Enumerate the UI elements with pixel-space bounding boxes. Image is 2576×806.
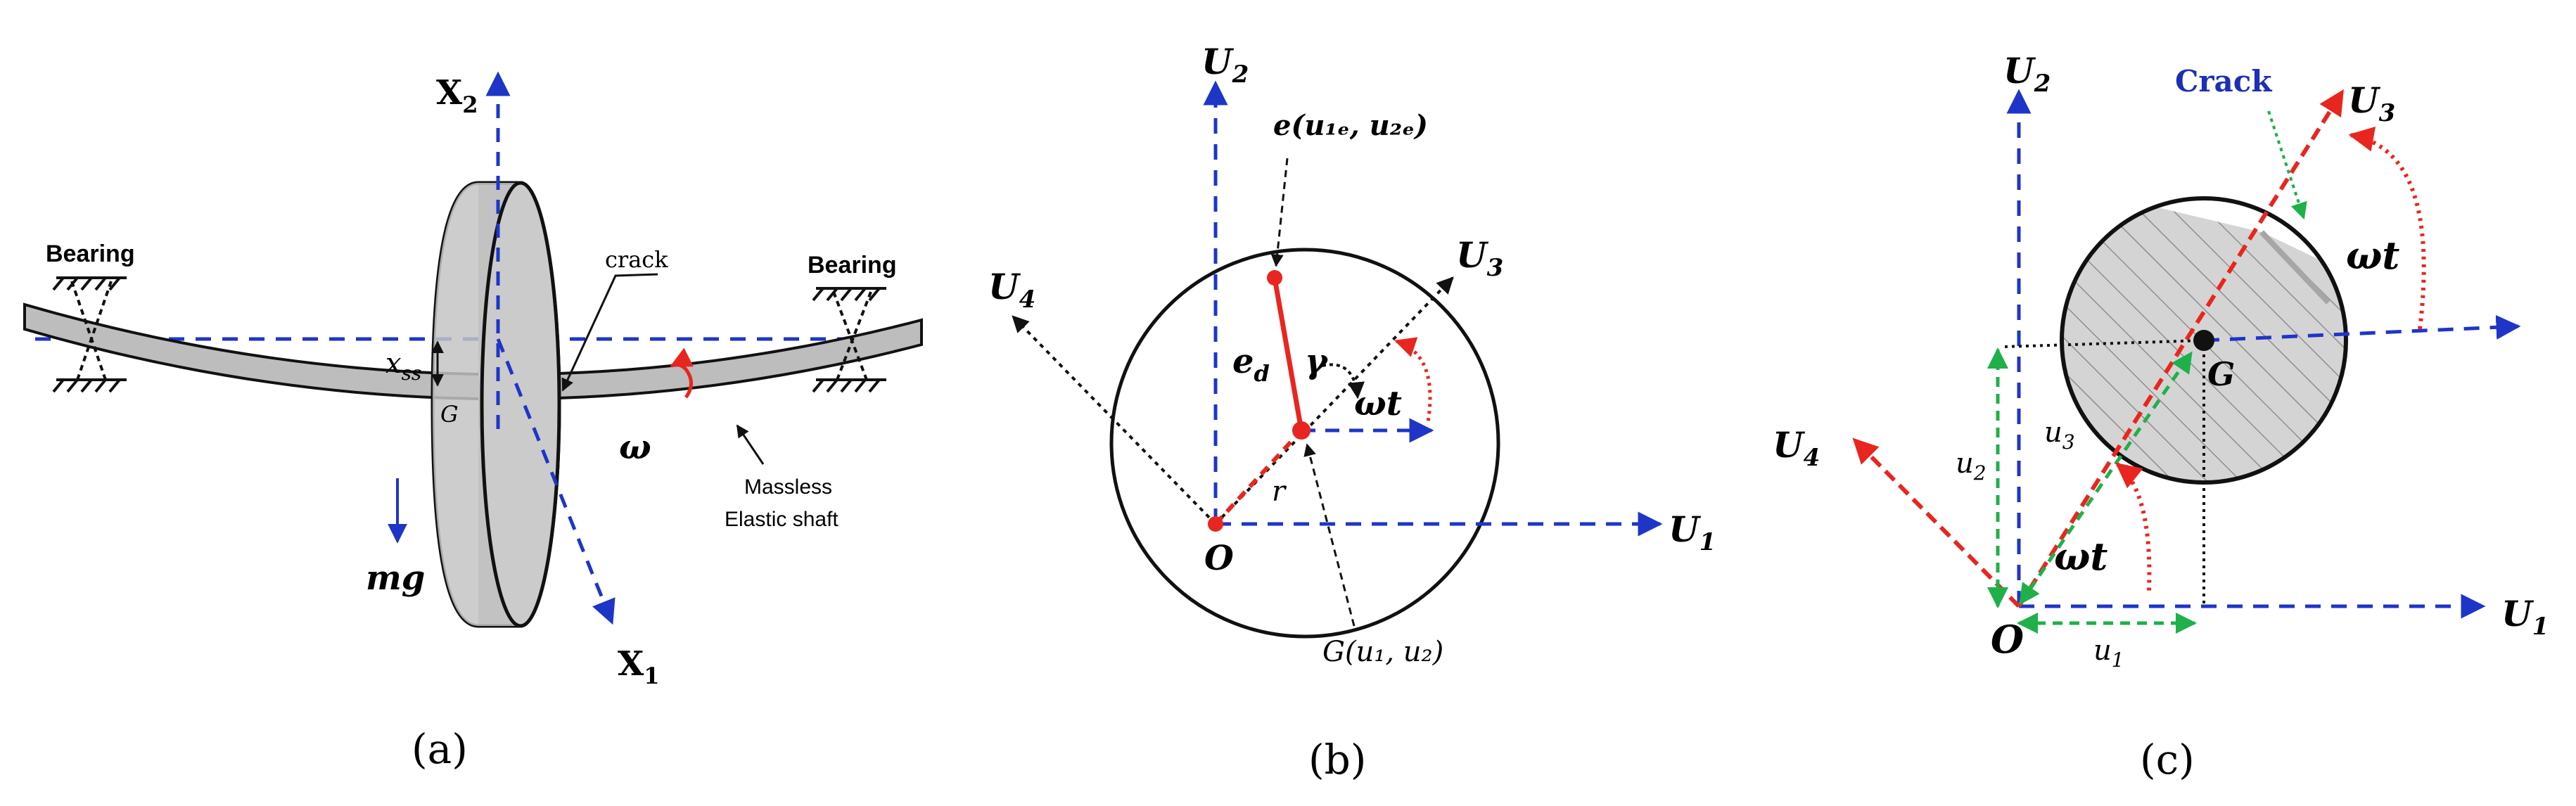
g-horizontal-axis bbox=[2203, 314, 2521, 343]
e-pointer bbox=[1270, 158, 1289, 267]
omega-t-label-b: ωt bbox=[1354, 384, 1402, 423]
crack-pointer bbox=[561, 273, 658, 392]
r-vector bbox=[1213, 428, 1303, 526]
small-u2-label: u2 bbox=[1956, 447, 1987, 485]
gamma-label: γ bbox=[1305, 342, 1329, 381]
xss-label: xss bbox=[385, 347, 421, 385]
mg-label: mg bbox=[366, 558, 425, 598]
ed-vector bbox=[1272, 277, 1304, 431]
caption-a: (a) bbox=[412, 725, 468, 773]
caption-b: (b) bbox=[1308, 736, 1366, 783]
disk bbox=[431, 181, 561, 628]
point-o bbox=[1208, 516, 1223, 532]
u1-label: U1 bbox=[1669, 508, 1716, 556]
x1-label: X1 bbox=[618, 644, 660, 689]
u1-label-c: U1 bbox=[2501, 593, 2549, 641]
omega-t-arc bbox=[1394, 337, 1432, 423]
u3-label: U3 bbox=[1456, 234, 1503, 282]
omega-t-arc-bottom bbox=[2115, 462, 2152, 591]
bearing-left-label: Bearing bbox=[46, 241, 135, 267]
omega-t-arc-top bbox=[2348, 127, 2426, 330]
panel-b: U2 U1 U3 U4 e(u₁ₑ, u₂ₑ) ed γ ωt r O G(u₁… bbox=[988, 41, 1716, 783]
u4-label: U4 bbox=[988, 266, 1035, 314]
small-u1-label: u1 bbox=[2093, 634, 2124, 672]
bearing-right-label: Bearing bbox=[808, 252, 897, 279]
origin-label-b: O bbox=[1204, 539, 1234, 578]
e-point-label: e(u₁ₑ, u₂ₑ) bbox=[1273, 109, 1428, 142]
rotor-circle bbox=[1109, 248, 1500, 639]
omega-t-label-top: ωt bbox=[2346, 233, 2399, 278]
crack-label-c: Crack bbox=[2175, 64, 2272, 98]
g-pointer bbox=[1303, 443, 1356, 627]
u2-label: U2 bbox=[1201, 41, 1249, 89]
omega-t-label-bottom: ωt bbox=[2054, 534, 2108, 579]
elastic-shaft-label: Elastic shaft bbox=[725, 508, 839, 531]
u3-label-c: U3 bbox=[2348, 79, 2395, 127]
g-point-label: G(u₁, u₂) bbox=[1322, 636, 1443, 668]
gamma-arc bbox=[1322, 363, 1365, 399]
u4-label-c: U4 bbox=[1773, 424, 1820, 472]
point-g bbox=[1292, 421, 1311, 440]
u2-label-c: U2 bbox=[2003, 50, 2051, 98]
shaft bbox=[23, 302, 923, 401]
small-u3-label: u3 bbox=[2044, 416, 2075, 454]
x1-axis bbox=[496, 338, 616, 625]
panel-a: X2 X1 Bearing Bearing crack xss G ω mg M… bbox=[23, 71, 923, 773]
massless-label: Massless bbox=[744, 475, 832, 499]
r-label: r bbox=[1272, 475, 1287, 508]
x2-label: X2 bbox=[436, 73, 478, 118]
crack-pointer-c bbox=[2267, 110, 2307, 220]
point-g-c bbox=[2193, 330, 2214, 351]
g-label-c: G bbox=[2207, 355, 2235, 393]
panel-c: U2 U1 U3 U4 Crack ωt ωt G O u1 u2 u3 (c) bbox=[1773, 50, 2549, 783]
origin-label-c: O bbox=[1991, 617, 2024, 662]
massless-pointer bbox=[736, 424, 765, 465]
g-label: G bbox=[440, 401, 459, 428]
ed-label: ed bbox=[1232, 342, 1270, 387]
u4-axis bbox=[1012, 315, 1217, 525]
bearing-left-symbol bbox=[52, 276, 127, 393]
omega-label: ω bbox=[619, 428, 651, 467]
crack-label: crack bbox=[605, 246, 668, 273]
u4-axis-c bbox=[1852, 437, 2021, 608]
point-e bbox=[1267, 270, 1282, 286]
g-projection-horizontal bbox=[2004, 339, 2205, 348]
bearing-right-symbol bbox=[812, 287, 886, 393]
crack-line bbox=[2259, 230, 2330, 305]
caption-c: (c) bbox=[2140, 736, 2195, 783]
omega-rotation-icon bbox=[670, 347, 694, 399]
